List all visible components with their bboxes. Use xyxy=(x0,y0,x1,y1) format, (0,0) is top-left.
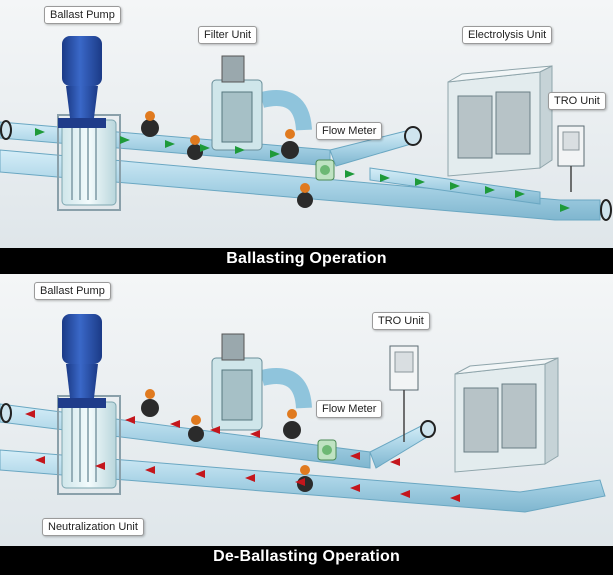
flow-arrow xyxy=(270,150,280,158)
pipe-flange xyxy=(600,199,612,221)
label-neutralization-unit: Neutralization Unit xyxy=(42,518,144,536)
de-ballasting-scene xyxy=(0,274,613,546)
flow-arrow xyxy=(235,146,245,154)
flow-arrow xyxy=(35,128,45,136)
flow-arrow xyxy=(170,420,180,428)
pipe-flange xyxy=(404,126,422,146)
flow-arrows xyxy=(25,410,460,502)
flow-arrow xyxy=(485,186,495,194)
label-filter-unit: Filter Unit xyxy=(198,26,258,44)
flow-arrow xyxy=(145,466,155,474)
flow-arrow xyxy=(200,144,210,152)
flow-arrow xyxy=(400,490,410,498)
flow-arrow xyxy=(210,426,220,434)
valve-icon xyxy=(141,389,159,417)
caption-ballasting: Ballasting Operation xyxy=(226,250,387,267)
flow-arrow xyxy=(515,190,525,198)
pump-motor xyxy=(62,314,102,364)
flow-arrow xyxy=(380,174,390,182)
flow-arrow xyxy=(25,410,35,418)
valve-icon xyxy=(297,183,313,208)
flow-arrow xyxy=(450,182,460,190)
label-tro-unit: TRO Unit xyxy=(548,92,606,110)
label-ballast-pump: Ballast Pump xyxy=(44,6,121,24)
electrolysis-unit-graphic xyxy=(447,65,553,177)
flow-arrow xyxy=(345,170,355,178)
label-flow-meter: Flow Meter xyxy=(316,400,383,418)
pipe-flange xyxy=(420,420,436,438)
flow-arrow xyxy=(390,458,400,466)
tank xyxy=(61,119,117,206)
label-tro-unit: TRO Unit xyxy=(372,312,430,330)
label-ballast-pump: Ballast Pump xyxy=(34,282,111,300)
main-pipe xyxy=(0,149,601,221)
filter-loop-pipe xyxy=(260,90,312,131)
filter-motor xyxy=(221,333,245,361)
pump-casing xyxy=(66,86,98,118)
valve-icon xyxy=(188,415,204,442)
ballasting-panel: Ballast Pump Filter Unit Electrolysis Un… xyxy=(0,0,613,248)
flow-arrow xyxy=(250,430,260,438)
label-electrolysis-unit: Electrolysis Unit xyxy=(462,26,553,44)
flow-arrow xyxy=(450,494,460,502)
de-ballasting-panel: Ballast Pump TRO Unit Flow Meter Neutral… xyxy=(0,274,613,546)
flow-arrow xyxy=(245,474,255,482)
flow-meter-icon xyxy=(315,159,335,181)
flow-arrow xyxy=(35,456,45,464)
valve-icon xyxy=(187,135,203,160)
caption-de-ballasting: De-Ballasting Operation xyxy=(213,548,400,565)
pump-motor xyxy=(62,36,102,86)
tro-unit-graphic xyxy=(557,125,585,192)
filter-motor xyxy=(221,55,245,83)
pipe-flange xyxy=(0,120,12,140)
tank xyxy=(61,401,117,489)
valve-icon xyxy=(281,129,299,159)
flow-meter-icon xyxy=(317,439,337,461)
flow-arrows xyxy=(35,128,570,212)
tro-unit-graphic xyxy=(389,345,419,442)
flow-arrow xyxy=(350,484,360,492)
valve-icon xyxy=(283,409,301,439)
flow-arrow xyxy=(560,204,570,212)
label-flow-meter: Flow Meter xyxy=(316,122,383,140)
flow-arrow xyxy=(195,470,205,478)
flow-arrow xyxy=(95,462,105,470)
valve-icon xyxy=(141,111,159,137)
flow-arrow xyxy=(125,416,135,424)
flow-arrow xyxy=(415,178,425,186)
flow-arrow xyxy=(120,136,130,144)
filter-loop-pipe xyxy=(260,368,312,409)
flow-arrow xyxy=(165,140,175,148)
pipe-flange xyxy=(0,403,12,423)
electrolysis-unit-graphic xyxy=(454,357,559,473)
flow-arrow xyxy=(350,452,360,460)
pump-casing xyxy=(66,364,98,398)
flow-arrow xyxy=(295,478,305,486)
